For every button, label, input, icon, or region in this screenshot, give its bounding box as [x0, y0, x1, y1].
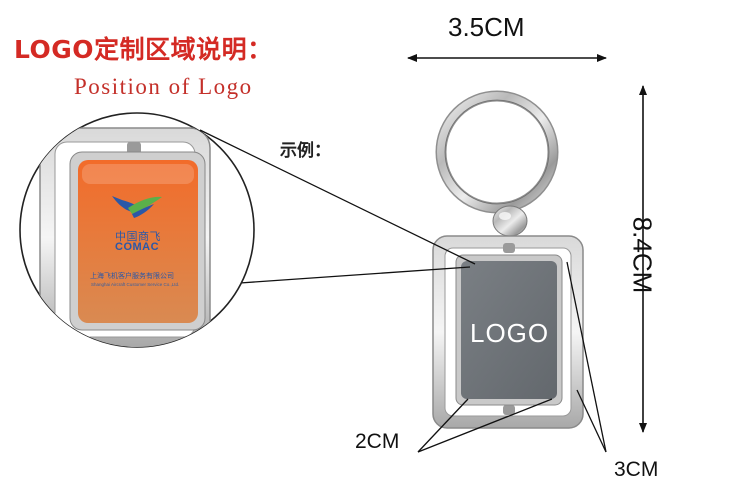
connector-bead [492, 205, 528, 237]
example-label: 示例： [280, 141, 331, 161]
dimension-pointers [417, 261, 607, 453]
logo-panel [455, 254, 563, 406]
sample-company-en: Shanghai Aircraft Customer Service Co.,L… [91, 282, 180, 287]
key-ring [435, 90, 559, 214]
logo-placeholder-text: LOGO [470, 318, 550, 348]
zoom-magnifier [19, 112, 255, 348]
page-title: LOGO定制区域说明： [14, 35, 273, 64]
sample-brand-en: COMAC [115, 241, 160, 253]
sample-company-cn: 上海飞机客户服务有限公司 [90, 272, 174, 280]
zoom-connector-lines [199, 129, 476, 284]
sample-brand-cn: 中国商飞 [115, 230, 161, 243]
frame-dimension-label: 3CM [614, 458, 659, 481]
brand-mark-icon [112, 196, 162, 218]
width-dimension-label: 3.5CM [448, 12, 525, 42]
logo-area-dimension-label: 2CM [355, 430, 400, 453]
page-subtitle: Position of Logo [74, 74, 253, 99]
